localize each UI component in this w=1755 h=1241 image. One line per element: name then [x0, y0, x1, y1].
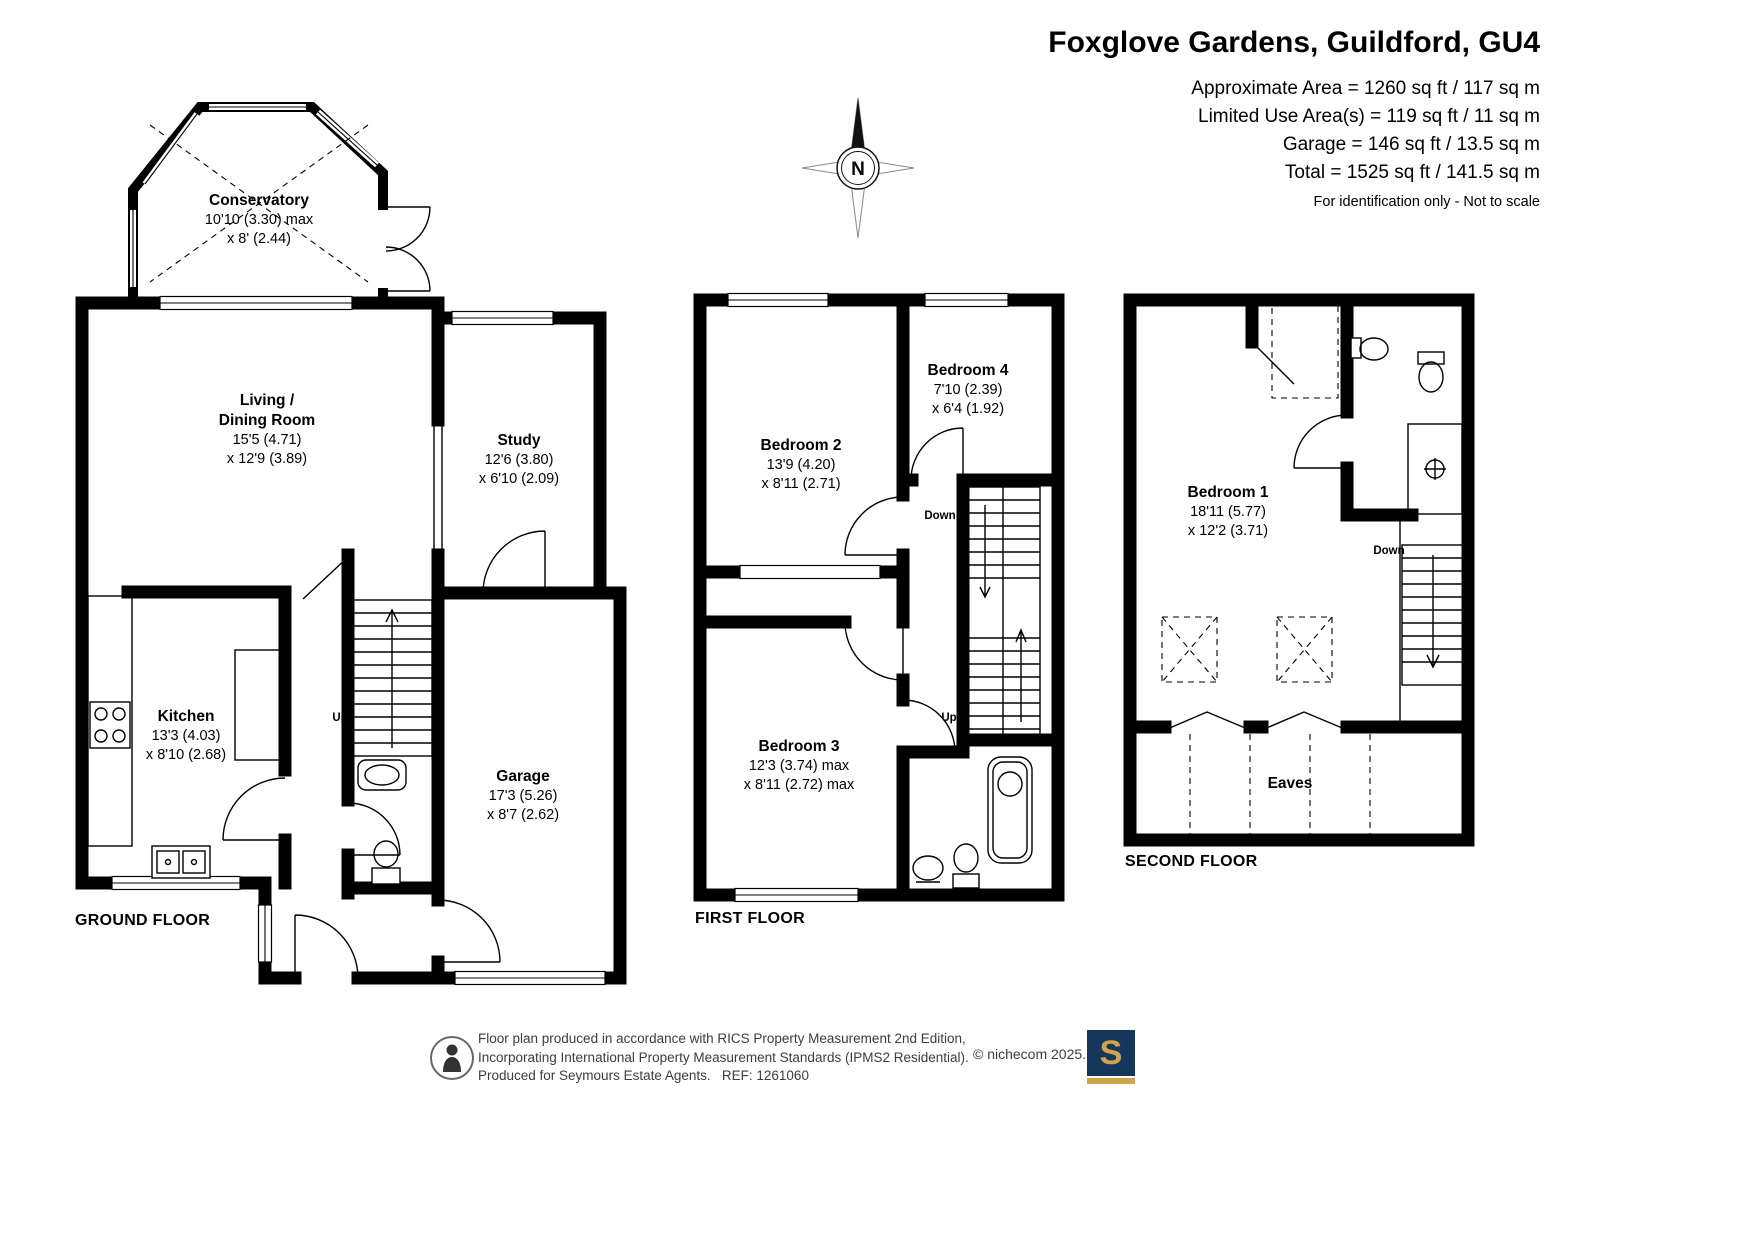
first-windows [727, 292, 1009, 903]
wc-toilet-icon [371, 840, 401, 885]
ground-stairs [351, 599, 433, 757]
first-stairs [966, 486, 1041, 738]
room-label-eaves: Eaves [1267, 774, 1313, 792]
copyright: © nichecom 2025. [973, 1046, 1087, 1062]
ground-floor-title: GROUND FLOOR [75, 912, 211, 929]
header: Foxglove Gardens, Guildford, GU4 Approxi… [1048, 26, 1540, 210]
limited-use-area: Limited Use Area(s) = 119 sq ft / 11 sq … [1198, 106, 1540, 127]
second-stairs [1401, 544, 1466, 686]
first-floor-plan [693, 292, 1065, 903]
stove-icon [89, 701, 131, 749]
bath-icon [987, 756, 1033, 864]
room-label-study: Study 12'6 (3.80) x 6'10 (2.09) [478, 432, 560, 488]
ground-fixtures [87, 595, 407, 885]
wc-sink-icon [357, 759, 407, 791]
kitchen-unit [234, 649, 284, 761]
conservatory-glazing-centerline [132, 106, 378, 287]
room-label-bedroom4: Bedroom 4 7'10 (2.39) x 6'4 (1.92) [927, 362, 1009, 418]
ground-windows [111, 295, 606, 986]
footer-line1: Floor plan produced in accordance with R… [478, 1031, 966, 1046]
eaves-dividers [1189, 734, 1371, 834]
second-walls [1123, 293, 1475, 847]
bathroom-sink-icon [912, 855, 944, 883]
living-study-opening [433, 420, 443, 555]
wardrobe-outline [1271, 305, 1339, 399]
up-arrow [385, 608, 399, 748]
down-arrow [979, 505, 991, 599]
seymours-logo: S [1087, 1030, 1135, 1084]
second-fixtures [1350, 337, 1463, 515]
second-floor-plan [1123, 293, 1475, 847]
first-up-label: Up [941, 712, 957, 724]
eaves-access-marks [1164, 711, 1348, 731]
ground-floor-plan [75, 102, 627, 986]
bathroom-toilet-icon [952, 843, 980, 889]
second-down-label: Down [1373, 545, 1405, 557]
ensuite-toilet-icon [1417, 351, 1445, 393]
skylights [1161, 616, 1333, 683]
conservatory-restricted-area-cross [149, 124, 369, 283]
kitchen-counter [87, 595, 133, 847]
room-label-conservatory: Conservatory 10'10 (3.30) max x 8' (2.44… [204, 192, 314, 248]
compass-north-label: N [851, 159, 865, 180]
page-title: Foxglove Gardens, Guildford, GU4 [1048, 26, 1540, 59]
footer-line3: Produced for Seymours Estate Agents. REF… [478, 1068, 809, 1083]
second-doors [1251, 341, 1348, 469]
person-icon [430, 1036, 474, 1080]
footer-ref: REF: 1261060 [721, 1068, 809, 1083]
room-label-garage: Garage 17'3 (5.26) x 8'7 (2.62) [486, 768, 560, 824]
footer-disclaimer: Floor plan produced in accordance with R… [478, 1030, 969, 1086]
ground-up-label: Up [332, 712, 348, 724]
logo-bar [1087, 1078, 1135, 1084]
room-label-bedroom1: Bedroom 1 18'11 (5.77) x 12'2 (3.71) [1187, 484, 1269, 540]
first-doors [844, 427, 964, 753]
room-label-bedroom3: Bedroom 3 12'3 (3.74) max x 8'11 (2.72) … [743, 738, 855, 794]
room-label-kitchen: Kitchen 13'3 (4.03) x 8'10 (2.68) [145, 708, 227, 764]
second-floor-title: SECOND FLOOR [1125, 853, 1258, 870]
footer-line2: Incorporating International Property Mea… [478, 1049, 969, 1065]
first-fixtures [912, 756, 1033, 889]
kitchen-sink-icon [151, 845, 211, 879]
disclaimer: For identification only - Not to scale [1313, 194, 1540, 210]
first-floor-title: FIRST FLOOR [695, 910, 805, 927]
room-label-living-dining: Living / Dining Room 15'5 (4.71) x 12'9 … [218, 392, 316, 468]
first-down-label: Down [924, 510, 956, 522]
ensuite-sink-icon [1350, 337, 1389, 361]
logo-letter: S [1087, 1030, 1135, 1076]
garage-area: Garage = 146 sq ft / 13.5 sq m [1282, 134, 1540, 155]
compass-rose-icon: N [801, 97, 915, 239]
shower-icon [1407, 423, 1463, 515]
down-arrow [1426, 555, 1440, 669]
room-label-bedroom2: Bedroom 2 13'9 (4.20) x 8'11 (2.71) [760, 437, 842, 493]
up-arrow [1015, 628, 1027, 722]
bedroom2-opening [739, 564, 881, 580]
total-area: Total = 1525 sq ft / 141.5 sq m [1284, 162, 1540, 183]
approximate-area: Approximate Area = 1260 sq ft / 117 sq m [1191, 78, 1540, 99]
ground-doors [222, 206, 546, 979]
